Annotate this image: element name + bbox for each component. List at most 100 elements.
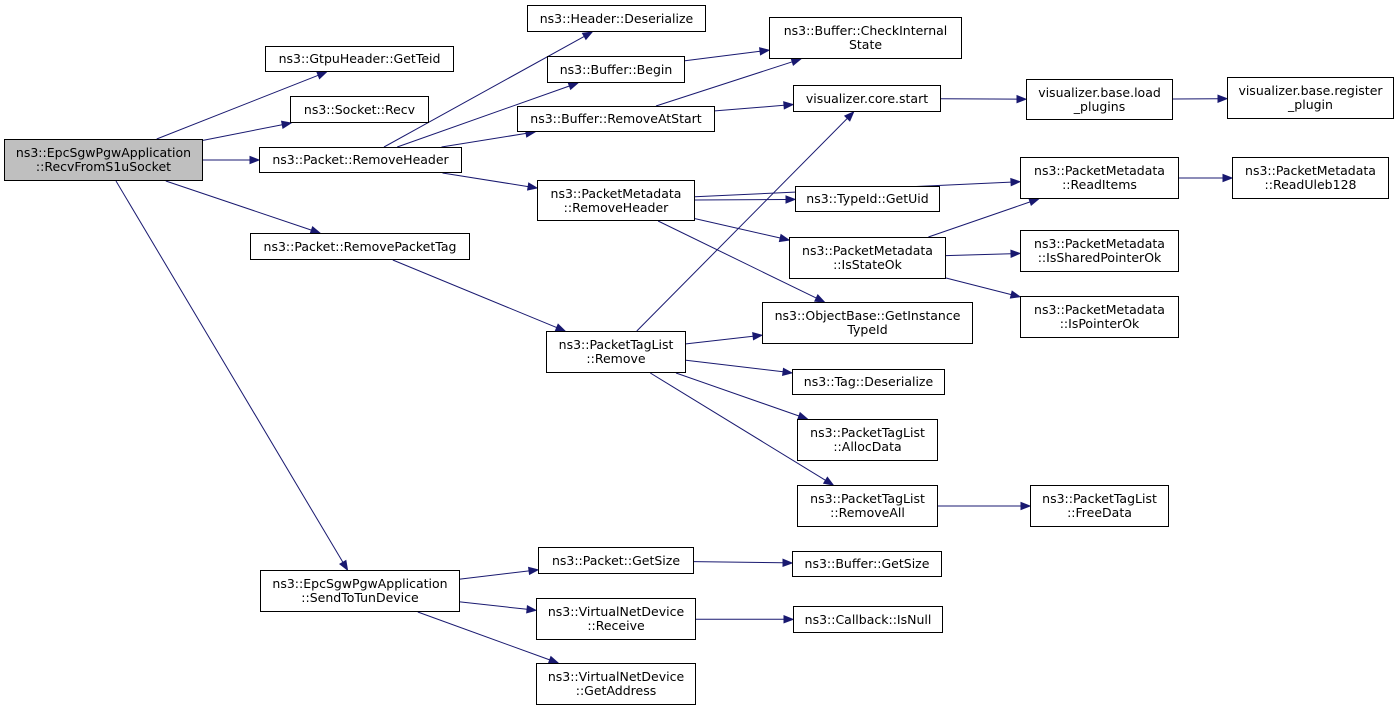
node-label: ns3::Buffer::Begin: [559, 61, 673, 77]
node-label-line1: visualizer.base.load: [1038, 84, 1161, 100]
edge-arrowhead: [778, 233, 791, 243]
edge-ptlRemove-to-tagDeserialize: [685, 359, 784, 373]
edge-root-to-gtpuGetTeid: [156, 74, 319, 140]
node-label-line2: _plugins: [1073, 98, 1126, 114]
node-label-line1: ns3::PacketTagList: [1042, 491, 1157, 506]
node-label-line1: ns3::VirtualNetDevice: [547, 604, 685, 619]
edge-arrowhead: [526, 605, 538, 614]
edge-arrowhead: [843, 111, 855, 122]
edge-arrowhead: [759, 47, 771, 56]
node-label-line2: ::GetAddress: [575, 683, 657, 698]
node-label-line2: State: [848, 37, 883, 52]
node-virtualnetdevice-receive[interactable]: ns3::VirtualNetDevice ::Receive: [536, 598, 696, 640]
edge-arrowhead: [1016, 94, 1028, 104]
node-packet-removeheader[interactable]: ns3::Packet::RemoveHeader: [259, 147, 462, 173]
edge-arrowhead: [1010, 249, 1022, 258]
node-header-deserialize[interactable]: ns3::Header::Deserialize: [527, 5, 706, 32]
node-packetmetadata-isstateok[interactable]: ns3::PacketMetadata ::IsStateOk: [789, 237, 946, 279]
node-visualizer-core-start[interactable]: visualizer.core.start: [793, 85, 941, 112]
edge-removeHeader-to-headerDeserialize: [383, 35, 585, 148]
node-packetmetadata-removeheader[interactable]: ns3::PacketMetadata ::RemoveHeader: [537, 180, 695, 221]
node-buffer-getsize[interactable]: ns3::Buffer::GetSize: [792, 551, 942, 577]
node-visualizer-base-load-plugins[interactable]: visualizer.base.load _plugins: [1026, 79, 1173, 120]
edge-ptlRemove-to-ptlAllocData: [675, 372, 800, 417]
edge-arrowhead: [822, 476, 835, 486]
edge-arrowhead: [1010, 177, 1022, 187]
edge-bufferBegin-to-bufCheckInternal: [684, 50, 761, 62]
edge-arrowhead: [1009, 290, 1022, 299]
node-label: ns3::Packet::RemoveHeader: [272, 152, 449, 167]
node-packetmetadata-issharedpointerok[interactable]: ns3::PacketMetadata ::IsSharedPointerOk: [1020, 230, 1179, 272]
node-label: ns3::Callback::IsNull: [804, 611, 932, 627]
edge-arrowhead: [554, 323, 567, 332]
edge-arrowhead: [316, 71, 328, 80]
node-sendtotundevice[interactable]: ns3::EpcSgwPgwApplication ::SendToTunDev…: [260, 570, 460, 612]
edge-removeHeader-to-bufferBegin: [397, 85, 570, 148]
node-label-line2: ::IsSharedPointerOk: [1037, 250, 1162, 265]
node-label-line1: ns3::VirtualNetDevice: [547, 669, 685, 684]
node-gtpuheader-getteid[interactable]: ns3::GtpuHeader::GetTeid: [265, 46, 454, 72]
node-label-line1: ns3::PacketTagList: [558, 337, 674, 352]
edge-removePacketTag-to-ptlRemove: [392, 259, 557, 329]
node-buffer-checkinternalstate[interactable]: ns3::Buffer::CheckInternal State: [769, 17, 962, 59]
node-label-line1: ns3::PacketMetadata: [550, 185, 682, 201]
node-label: ns3::Tag::Deserialize: [803, 374, 934, 389]
node-visualizer-base-register-plugin[interactable]: visualizer.base.register _plugin: [1227, 77, 1394, 119]
node-buffer-begin[interactable]: ns3::Buffer::Begin: [547, 56, 685, 83]
edge-arrowhead: [752, 332, 764, 341]
edge-arrowhead: [783, 615, 795, 624]
node-label-line1: ns3::PacketMetadata: [802, 243, 933, 258]
edge-arrowhead: [783, 101, 795, 110]
node-packetmetadata-readitems[interactable]: ns3::PacketMetadata ::ReadItems: [1020, 157, 1179, 199]
node-label-line2: ::RemoveHeader: [563, 199, 669, 215]
node-label-line1: ns3::PacketMetadata: [1034, 302, 1165, 317]
edge-arrowhead: [1028, 198, 1040, 207]
edge-pmRemoveHeader-to-typeIdGetUid: [694, 199, 787, 201]
edge-arrowhead: [814, 294, 826, 303]
node-label-line2: ::ReadItems: [1062, 177, 1137, 192]
node-packetmetadata-ispointerok[interactable]: ns3::PacketMetadata ::IsPointerOk: [1020, 296, 1179, 338]
edge-root-to-sendToTun: [115, 180, 344, 563]
node-typeid-getuid[interactable]: ns3::TypeId::GetUid: [795, 186, 940, 212]
edge-arrowhead: [339, 559, 349, 572]
node-label-line1: ns3::PacketTagList: [810, 425, 925, 440]
node-label-line2: ::IsStateOk: [833, 257, 902, 272]
node-virtualnetdevice-getaddress[interactable]: ns3::VirtualNetDevice ::GetAddress: [536, 663, 696, 705]
node-label-line2: ::FreeData: [1067, 505, 1132, 520]
node-objectbase-getinstancetypeid[interactable]: ns3::ObjectBase::GetInstance TypeId: [762, 302, 973, 344]
edge-bufferRemoveAtStart-to-bufCheckInternal: [655, 61, 793, 107]
edge-ptlRemove-to-ptlRemoveAll: [650, 372, 826, 481]
node-callback-isnull[interactable]: ns3::Callback::IsNull: [793, 606, 943, 633]
node-label-line1: visualizer.base.register: [1238, 83, 1383, 98]
node-packet-removepackettag[interactable]: ns3::Packet::RemovePacketTag: [250, 233, 470, 260]
node-tag-deserialize[interactable]: ns3::Tag::Deserialize: [792, 369, 945, 395]
edge-root-to-removePacketTag: [165, 180, 312, 231]
node-label-line1: ns3::PacketMetadata: [1034, 236, 1165, 251]
node-packet-getsize[interactable]: ns3::Packet::GetSize: [538, 547, 694, 574]
node-label-line2: ::ReadUleb128: [1264, 177, 1357, 192]
node-label-line2: ::SendToTunDevice: [301, 590, 419, 605]
node-buffer-removeatstart[interactable]: ns3::Buffer::RemoveAtStart: [517, 106, 715, 132]
node-label-line2: ::RemoveAll: [830, 505, 905, 520]
edge-removeHeader-to-pmRemoveHeader: [442, 172, 529, 188]
node-packetmetadata-readuleb128[interactable]: ns3::PacketMetadata ::ReadUleb128: [1232, 157, 1389, 199]
node-label: ns3::Header::Deserialize: [539, 10, 694, 26]
node-packettaglist-remove[interactable]: ns3::PacketTagList ::Remove: [546, 331, 686, 373]
edge-arrowhead: [249, 155, 261, 165]
edge-arrowhead: [790, 57, 803, 66]
node-label: ns3::GtpuHeader::GetTeid: [278, 51, 441, 66]
edge-arrowhead: [1217, 94, 1229, 103]
edge-ptlRemove-to-objBaseGetInst: [685, 335, 754, 345]
node-packettaglist-removeall[interactable]: ns3::PacketTagList ::RemoveAll: [797, 485, 938, 527]
edge-packetGetSize-to-bufferGetSize: [693, 561, 784, 564]
node-packettaglist-freedata[interactable]: ns3::PacketTagList ::FreeData: [1030, 485, 1169, 527]
node-label: ns3::Buffer::GetSize: [804, 556, 930, 571]
node-packettaglist-allocdata[interactable]: ns3::PacketTagList ::AllocData: [797, 419, 938, 461]
node-label: ns3::Socket::Recv: [303, 101, 416, 117]
edge-arrowhead: [581, 31, 594, 41]
edge-pmIsStateOk-to-pmIsSharedPtrOk: [945, 253, 1012, 257]
node-socket-recv[interactable]: ns3::Socket::Recv: [290, 96, 429, 123]
edge-arrowhead: [1020, 501, 1032, 511]
